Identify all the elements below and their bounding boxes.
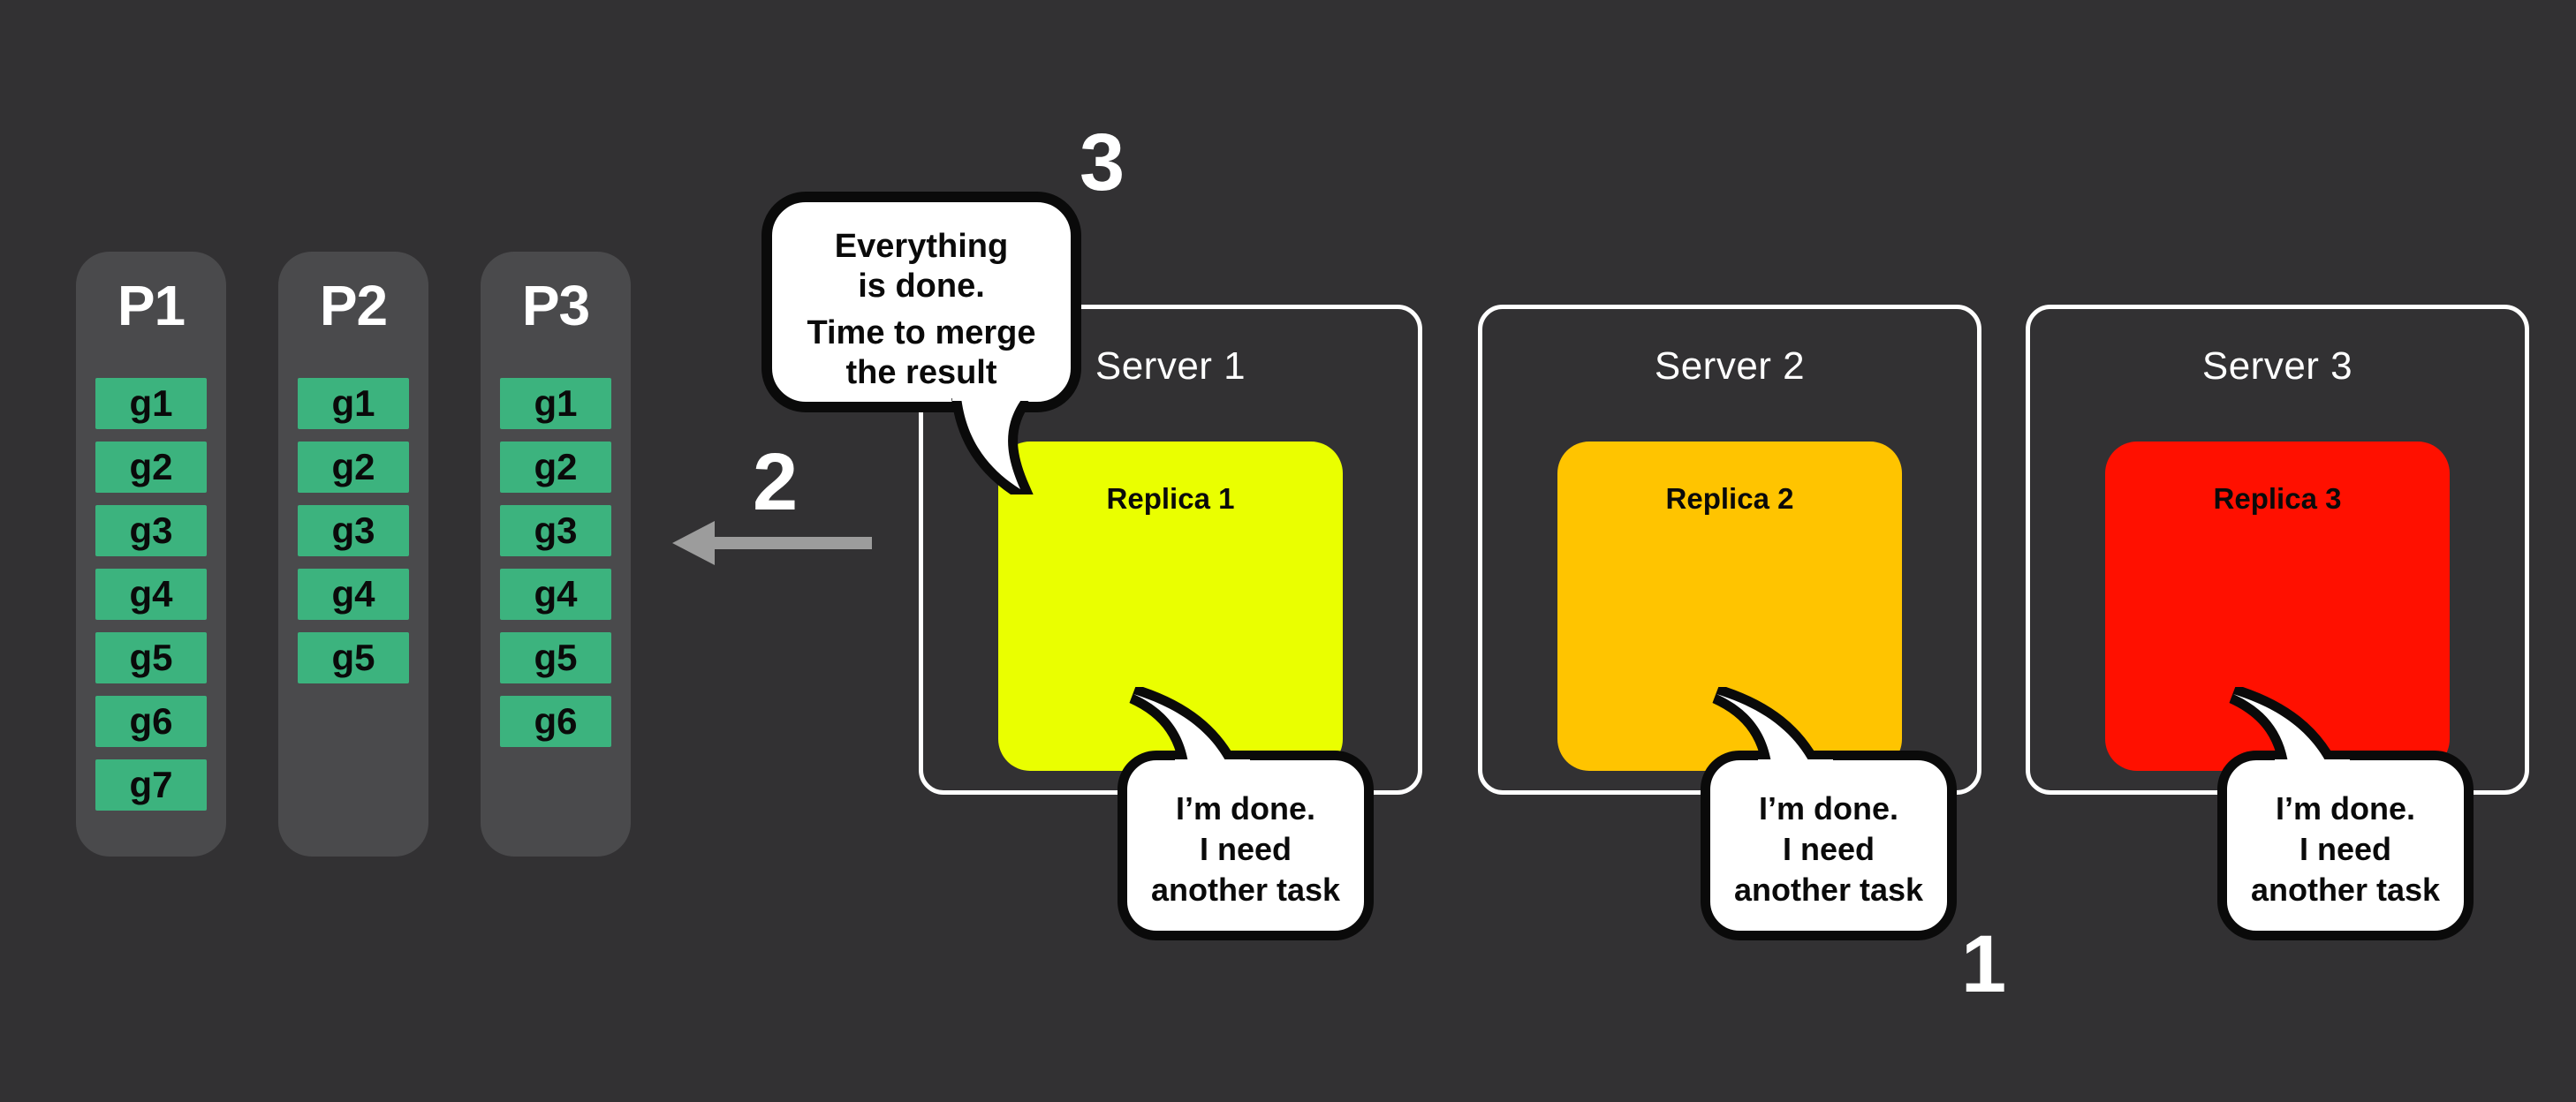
task-chip: g2 — [298, 442, 409, 493]
done-bubble-line: I’m done. — [1758, 790, 1898, 826]
partition-p2: P2 g1 g2 g3 g4 g5 — [278, 252, 428, 857]
done-bubble-line: I need — [1199, 831, 1292, 867]
task-chip: g6 — [95, 696, 207, 747]
step-3-label: 3 — [1080, 117, 1125, 208]
partition-p2-title: P2 — [319, 274, 388, 337]
partition-p3-title: P3 — [521, 274, 590, 337]
server-3-bubble-tail — [2229, 687, 2350, 784]
task-chip: g1 — [298, 378, 409, 429]
partition-p3-task-list: g1 g2 g3 g4 g5 g6 — [500, 378, 611, 759]
done-bubble-line: I need — [1782, 831, 1875, 867]
server-1-title: Server 1 — [1095, 344, 1246, 388]
task-chip: g1 — [500, 378, 611, 429]
task-chip: g5 — [500, 632, 611, 683]
task-chip: g4 — [298, 569, 409, 620]
partition-p3: P3 g1 g2 g3 g4 g5 g6 — [481, 252, 631, 857]
server-1-bubble-tail — [1129, 687, 1250, 784]
task-chip: g4 — [95, 569, 207, 620]
merge-bubble-line: Everything — [834, 228, 1009, 265]
done-bubble-line: I need — [2299, 831, 2392, 867]
task-chip: g1 — [95, 378, 207, 429]
done-bubble-line: another task — [2250, 872, 2441, 908]
merge-bubble-line: Time to merge — [807, 314, 1036, 351]
merge-arrow-left-icon — [672, 521, 872, 565]
merge-bubble-line: the result — [845, 354, 997, 391]
task-chip: g5 — [95, 632, 207, 683]
task-chip: g3 — [500, 505, 611, 556]
task-chip: g4 — [500, 569, 611, 620]
partition-p1-task-list: g1 g2 g3 g4 g5 g6 g7 — [95, 378, 207, 823]
done-bubble-line: another task — [1150, 872, 1341, 908]
merge-bubble-tail — [951, 389, 1034, 494]
merge-bubble-line: is done. — [858, 268, 985, 305]
replica-3-label: Replica 3 — [2213, 482, 2342, 515]
server-2-bubble-tail — [1712, 687, 1833, 784]
task-chip: g3 — [95, 505, 207, 556]
task-chip: g3 — [298, 505, 409, 556]
done-bubble-line: another task — [1733, 872, 1924, 908]
task-chip: g6 — [500, 696, 611, 747]
step-1-label: 1 — [1961, 919, 2007, 1009]
server-3-title: Server 3 — [2201, 344, 2353, 388]
server-3-done-bubble: I’m done. I need another task — [2217, 751, 2474, 940]
partition-p2-task-list: g1 g2 g3 g4 g5 — [298, 378, 409, 696]
done-bubble-line: I’m done. — [2275, 790, 2415, 826]
partition-p1-title: P1 — [117, 274, 186, 337]
task-chip: g2 — [500, 442, 611, 493]
merge-speech-bubble: Everything is done. Time to merge the re… — [761, 192, 1081, 412]
replica-2-box: Replica 2 — [1557, 442, 1902, 771]
step-2-label: 2 — [753, 437, 799, 527]
partition-p1: P1 g1 g2 g3 g4 g5 g6 g7 — [76, 252, 226, 857]
replica-2-label: Replica 2 — [1665, 482, 1794, 515]
replica-1-label: Replica 1 — [1106, 482, 1235, 515]
server-2-title: Server 2 — [1654, 344, 1806, 388]
task-chip: g5 — [298, 632, 409, 683]
done-bubble-line: I’m done. — [1175, 790, 1315, 826]
task-chip: g7 — [95, 759, 207, 811]
task-chip: g2 — [95, 442, 207, 493]
